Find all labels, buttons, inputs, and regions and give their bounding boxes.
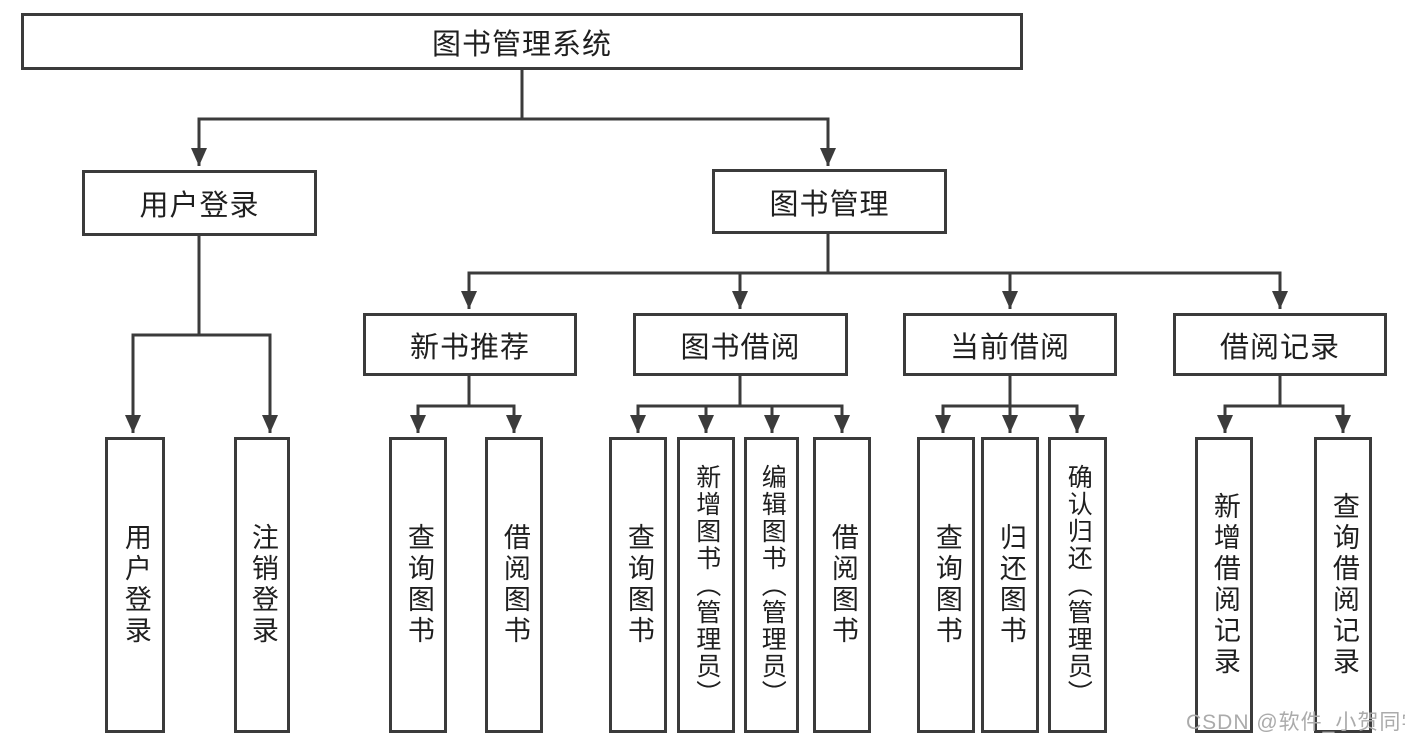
leaf-confirm-return-admin: 确认归还（管理员）	[1048, 437, 1107, 733]
leaf-return-books: 归还图书	[981, 437, 1039, 733]
leaf-label: 归还图书	[995, 523, 1026, 647]
node-label: 图书管理	[769, 188, 890, 221]
leaf-label: 编辑图书（管理员）	[758, 463, 787, 707]
node-book-management: 图书管理	[712, 169, 947, 234]
node-label: 用户登录	[139, 190, 260, 222]
leaf-label: 用户登录	[120, 523, 151, 647]
leaf-borrow-books: 借阅图书	[813, 437, 871, 733]
leaf-query-books-current: 查询图书	[917, 437, 975, 733]
node-label: 当前借阅	[949, 331, 1070, 364]
node-root: 图书管理系统	[21, 13, 1023, 70]
leaf-label: 查询图书	[931, 523, 962, 647]
leaf-label: 确认归还（管理员）	[1064, 463, 1093, 707]
node-borrowing-records: 借阅记录	[1173, 313, 1387, 376]
leaf-label: 新增借阅记录	[1209, 492, 1240, 678]
connector-edges	[125, 70, 1351, 433]
csdn-watermark: CSDN @软件_小贺同学	[1186, 711, 1405, 734]
leaf-add-borrow-record: 新增借阅记录	[1195, 437, 1253, 733]
node-new-book-recommendation: 新书推荐	[363, 313, 577, 376]
leaf-label: 新增图书（管理员）	[692, 463, 721, 707]
leaf-label: 借阅图书	[827, 523, 858, 647]
node-label: 借阅记录	[1219, 331, 1340, 364]
node-label: 图书管理系统	[431, 28, 612, 61]
leaf-user-login: 用户登录	[105, 437, 165, 733]
leaf-query-borrow-record: 查询借阅记录	[1314, 437, 1372, 733]
node-label: 图书借阅	[680, 331, 801, 364]
leaf-edit-books-admin: 编辑图书（管理员）	[744, 437, 799, 733]
leaf-query-books-recommend: 查询图书	[389, 437, 447, 733]
leaf-borrow-books-recommend: 借阅图书	[485, 437, 543, 733]
leaf-add-books-admin: 新增图书（管理员）	[677, 437, 735, 733]
leaf-logout: 注销登录	[234, 437, 290, 733]
leaf-label: 注销登录	[247, 523, 278, 647]
leaf-label: 借阅图书	[499, 523, 530, 647]
node-book-borrowing: 图书借阅	[633, 313, 848, 376]
leaf-query-books-borrow: 查询图书	[609, 437, 667, 733]
node-user-login: 用户登录	[82, 170, 317, 236]
node-current-borrowing: 当前借阅	[903, 313, 1117, 376]
node-label: 新书推荐	[409, 331, 530, 364]
leaf-label: 查询图书	[403, 523, 434, 647]
leaf-label: 查询图书	[623, 523, 654, 647]
leaf-label: 查询借阅记录	[1328, 492, 1359, 678]
